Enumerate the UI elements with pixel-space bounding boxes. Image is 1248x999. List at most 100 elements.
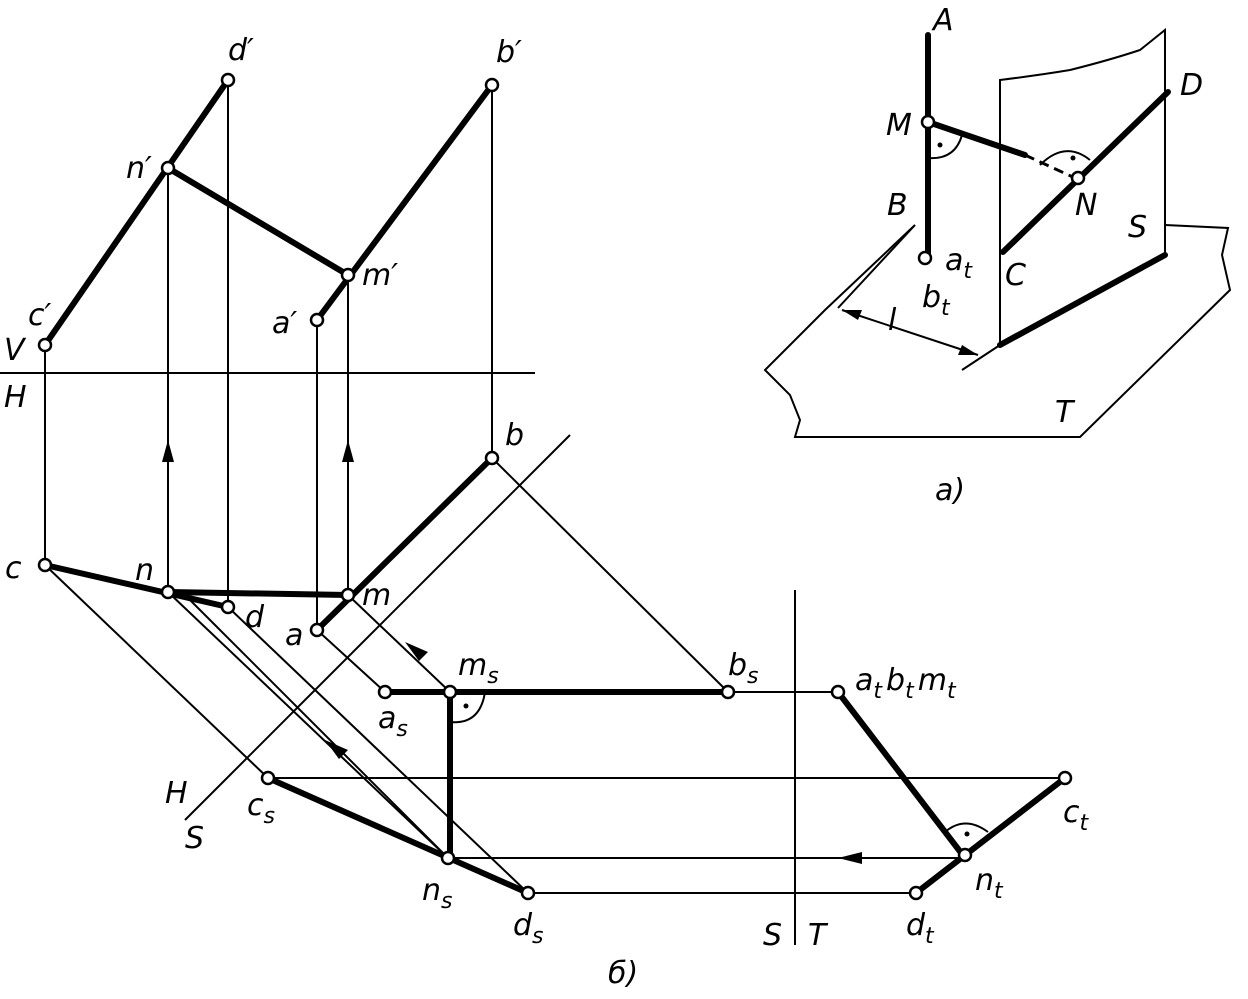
line-cs-ds bbox=[265, 775, 531, 896]
line-mn-solid bbox=[925, 119, 1028, 158]
axis-h-s bbox=[184, 434, 571, 821]
right-angle-dot-n bbox=[1070, 155, 1076, 161]
point-b bbox=[484, 450, 500, 466]
label-V: V bbox=[4, 333, 27, 368]
line-n-prime-m-prime bbox=[165, 165, 351, 278]
label-c: c bbox=[5, 551, 22, 586]
label-a-prime: a′ bbox=[272, 306, 297, 341]
label-n-prime: n′ bbox=[126, 151, 152, 186]
right-angle-arc-nt bbox=[944, 822, 989, 833]
line-c-d bbox=[42, 562, 231, 610]
point-ns bbox=[440, 850, 456, 866]
arrowhead-l-end bbox=[958, 345, 978, 355]
arrow-up-m bbox=[342, 440, 354, 462]
proj-c-cs bbox=[44, 564, 269, 779]
line-ct-dt bbox=[913, 775, 1068, 896]
plane-t-outline bbox=[763, 224, 1232, 438]
label-d: d bbox=[245, 600, 265, 635]
arrow-diag-m bbox=[405, 642, 428, 661]
point-c-prime bbox=[37, 337, 53, 353]
proj-m-ms bbox=[347, 594, 451, 693]
line-c-prime-d-prime bbox=[42, 77, 231, 348]
point-M bbox=[920, 114, 936, 130]
label-bs: bs bbox=[728, 648, 759, 689]
arrow-up-n bbox=[162, 440, 174, 462]
label-M: M bbox=[886, 108, 912, 143]
label-m-prime: m′ bbox=[362, 258, 398, 293]
line-s-t-intersection bbox=[997, 252, 1168, 348]
point-at-bt bbox=[917, 250, 933, 266]
label-S: S bbox=[1128, 210, 1147, 245]
label-d-prime: d′ bbox=[228, 33, 254, 68]
label-ds: ds bbox=[513, 908, 544, 949]
point-ds bbox=[520, 885, 536, 901]
figure-b: d′ b′ n′ m′ a′ c′ V H b c n d m a ms bs … bbox=[0, 33, 1090, 991]
right-angle-arc-m bbox=[927, 134, 963, 160]
point-m-prime bbox=[340, 267, 356, 283]
point-n-prime bbox=[160, 160, 176, 176]
line-n-m bbox=[165, 589, 351, 598]
label-ns: ns bbox=[422, 873, 452, 914]
label-H: H bbox=[4, 380, 27, 415]
proj-a-as bbox=[316, 629, 386, 693]
point-d bbox=[220, 599, 236, 615]
point-cs bbox=[260, 770, 276, 786]
label-cs: cs bbox=[247, 788, 275, 829]
point-ct bbox=[1057, 770, 1073, 786]
figure-a: A D M N B S C at bt l T a) bbox=[763, 3, 1232, 508]
point-nt bbox=[957, 847, 973, 863]
arrow-left-nt bbox=[838, 852, 862, 864]
line-a-b bbox=[314, 455, 495, 633]
line-a-prime-b-prime bbox=[314, 82, 495, 323]
point-ms bbox=[442, 684, 458, 700]
label-C: C bbox=[1005, 258, 1026, 293]
point-a bbox=[309, 622, 325, 638]
label-ms: ms bbox=[458, 648, 499, 689]
point-dt bbox=[908, 885, 924, 901]
label-a: a bbox=[285, 618, 303, 653]
label-S2: S bbox=[185, 821, 204, 856]
plane-t-inner-line bbox=[837, 224, 916, 309]
right-angle-dot-nt bbox=[964, 831, 970, 837]
label-bt: bt bbox=[922, 280, 951, 321]
point-a-prime bbox=[309, 312, 325, 328]
point-n bbox=[160, 584, 176, 600]
point-d-prime bbox=[220, 72, 236, 88]
line-cd bbox=[1000, 89, 1171, 255]
label-nt: nt bbox=[975, 863, 1004, 904]
label-T: T bbox=[1055, 395, 1076, 430]
proj-n-ns1 bbox=[167, 591, 449, 859]
point-c bbox=[37, 557, 53, 573]
label-at: at bbox=[945, 243, 973, 284]
label-ct: ct bbox=[1063, 795, 1090, 836]
line-abt-nt bbox=[835, 689, 968, 861]
label-H2: H bbox=[165, 776, 188, 811]
point-as bbox=[377, 684, 393, 700]
point-m bbox=[340, 587, 356, 603]
label-B: B bbox=[887, 188, 908, 223]
right-angle-dot-ms bbox=[463, 703, 469, 709]
label-as: as bbox=[378, 701, 408, 742]
label-D: D bbox=[1180, 68, 1203, 103]
label-m: m bbox=[362, 578, 391, 613]
point-b-prime bbox=[484, 77, 500, 93]
point-bs bbox=[720, 684, 736, 700]
l-lower-guide bbox=[961, 344, 1001, 371]
label-N: N bbox=[1075, 188, 1097, 223]
proj-d-ds bbox=[227, 606, 529, 894]
caption-a: a) bbox=[935, 473, 965, 508]
arrowhead-l-start bbox=[842, 310, 862, 320]
line-mn-dashed bbox=[1024, 153, 1076, 180]
label-dt: dt bbox=[906, 908, 935, 949]
label-S3: S bbox=[763, 918, 782, 953]
label-b-prime: b′ bbox=[496, 35, 522, 70]
label-l: l bbox=[888, 303, 897, 338]
distance-l-arrow bbox=[841, 309, 979, 356]
arrow-diag-n bbox=[325, 740, 348, 759]
point-abm-t bbox=[830, 684, 846, 700]
right-angle-arc-ms bbox=[449, 691, 486, 724]
label-c-prime: c′ bbox=[28, 298, 51, 333]
proj-b-bs bbox=[491, 457, 729, 693]
